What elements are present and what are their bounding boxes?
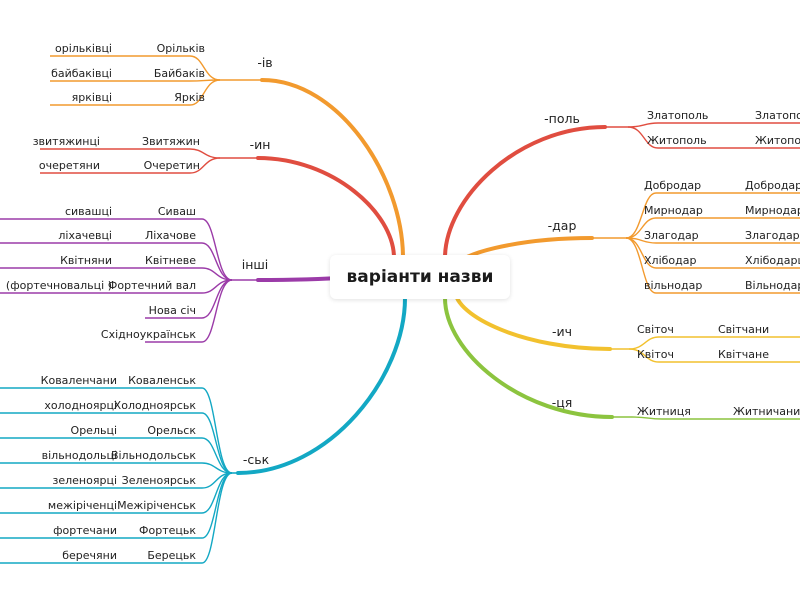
dar-item-2-variant: Злагодарці [745,229,800,242]
dar-item-1-variant: Мирнодарці [745,204,800,217]
ych-item-0-variant: Світчани [718,323,769,336]
sk-item-6-variant: фортечани [53,524,117,537]
pol-item-0-name: Златополь [647,109,708,122]
sk-item-5-variant: межіріченці [48,499,117,512]
inshi-item-0-name: Сиваш [158,205,196,218]
yn-fan-1 [189,157,221,174]
inshi-fan-5 [201,279,233,343]
dar-item-4-name: вільнодар [644,279,702,292]
ych-branch-label: -ич [552,324,572,339]
sk-item-7-variant: беречяни [62,549,117,562]
ych-fan-1 [628,348,660,363]
inshi-item-4-name: Нова січ [149,304,196,317]
inshi-item-3-name: Фортечний вал [108,279,196,292]
inshi-item-1-variant: ліхачевці [58,229,112,242]
inshi-item-1-name: Ліхачове [145,229,196,242]
iv-trunk [260,78,405,260]
inshi-fan-1 [201,242,233,281]
dar-item-0-variant: Добродарці [745,179,800,192]
sk-item-0-variant: Коваленчани [41,374,117,387]
sk-item-6-name: Фортецьк [139,524,196,537]
inshi-fan-0 [201,218,233,281]
inshi-item-2-name: Квітневе [145,254,196,267]
dar-item-0-name: Добродар [644,179,701,192]
sk-branch-label: -ськ [243,452,270,467]
sk-item-5-name: Межіріченськ [117,499,196,512]
yn-fan-0 [189,148,221,159]
yn-item-1-variant: очеретяни [39,159,100,172]
root-node[interactable]: варіанти назви [330,255,510,299]
iv-item-0-variant: орільківці [55,42,112,55]
yn-item-0-name: Звитяжин [142,135,200,148]
sk-item-2-variant: Орельці [71,424,117,437]
pol-item-0-variant: Златополь [755,109,800,122]
ych-item-1-variant: Квітчане [718,348,769,361]
sk-item-4-variant: зеленоярці [53,474,117,487]
dar-item-3-variant: Хлібодарці [745,254,800,267]
inshi-item-5-name: Східноукраїнськ [101,328,196,341]
iv-fan-2 [189,79,221,106]
iv-item-1-variant: байбаківці [51,67,112,80]
sk-item-1-variant: холодноярці [44,399,117,412]
pol-branch-label: -поль [544,111,580,126]
tsia-item-0-variant: Житничани [733,405,800,418]
pol-fan-1 [627,126,659,149]
yn-item-0-variant: звитяжинці [33,135,100,148]
sk-item-3-variant: вільнодольці [42,449,117,462]
inshi-item-3-variant: (фортечновальці ) [6,279,112,292]
yn-item-1-name: Очеретин [144,159,200,172]
dar-item-2-name: Злагодар [644,229,699,242]
sk-item-7-name: Берецьк [147,549,196,562]
sk-item-0-name: Коваленськ [128,374,196,387]
tsia-trunk [443,296,614,419]
sk-fan-6 [201,472,233,539]
sk-item-4-name: Зеленоярськ [122,474,197,487]
iv-fan-0 [189,55,221,81]
tsia-fan-0 [631,416,663,420]
dar-fan-0 [625,192,657,239]
tsia-branch-label: -ця [552,395,573,410]
dar-branch-label: -дар [548,218,577,233]
pol-item-1-variant: Житопольці [755,134,800,147]
tsia-item-0-name: Житниця [637,405,691,418]
iv-branch-label: -ів [257,55,272,70]
sk-item-3-name: Вільнодольськ [111,449,196,462]
sk-trunk [236,296,407,475]
iv-item-0-name: Орільків [157,42,205,55]
sk-item-1-name: Холодноярськ [114,399,197,412]
pol-fan-0 [627,122,659,128]
dar-item-4-variant: Вільнодарці [745,279,800,292]
ych-trunk [453,288,612,351]
inshi-item-2-variant: Квітняни [60,254,112,267]
iv-item-1-name: Байбаків [154,67,205,80]
root-label: варіанти назви [346,267,494,287]
sk-item-2-name: Орельск [147,424,196,437]
sk-fan-0 [201,387,233,474]
ych-item-0-name: Світоч [637,323,674,336]
iv-item-2-name: Ярків [174,91,205,104]
yn-trunk [256,156,396,260]
iv-item-2-variant: ярківці [72,91,112,104]
dar-fan-4 [625,237,657,294]
dar-item-3-name: Хлібодар [644,254,696,267]
pol-trunk [443,125,607,260]
yn-branch-label: -ин [250,137,271,152]
ych-item-1-name: Квіточ [637,348,674,361]
pol-item-1-name: Житополь [647,134,707,147]
dar-item-1-name: Мирнодар [644,204,703,217]
inshi-item-0-variant: сивашці [65,205,112,218]
sk-fan-7 [201,472,233,564]
inshi-branch-label: інші [242,257,269,272]
